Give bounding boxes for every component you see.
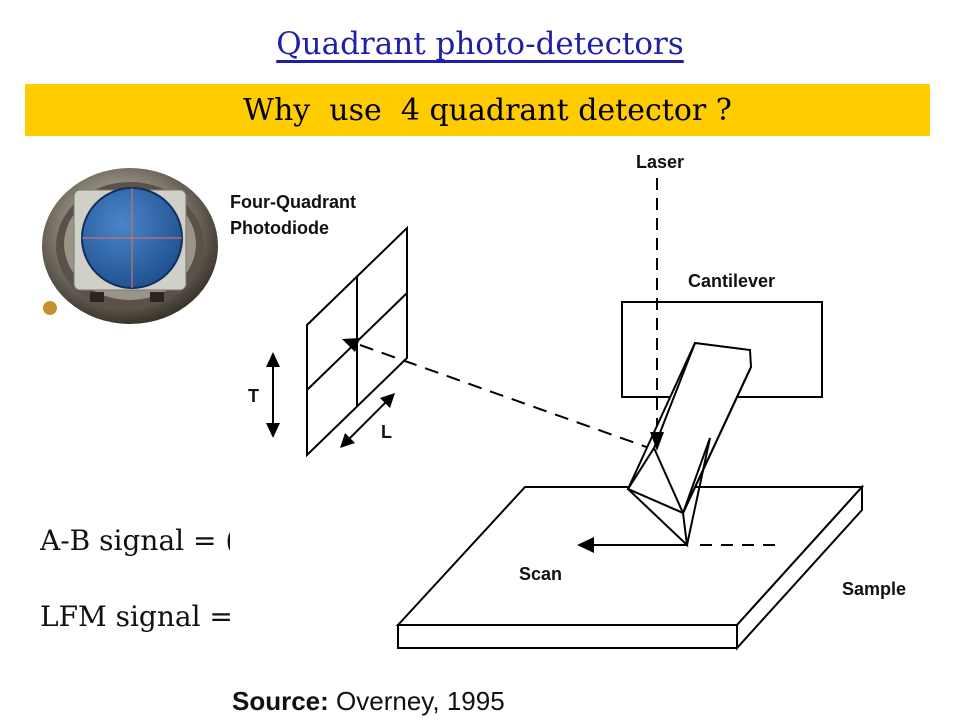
photodiode-label-line2: Photodiode <box>230 218 329 238</box>
scan-arrowhead <box>577 537 594 553</box>
lfm-signal-formula: LFM signal = (А <box>40 600 230 633</box>
sample-side <box>736 484 863 651</box>
source-text: Overney, 1995 <box>329 686 505 716</box>
source-label: Source: <box>232 686 329 716</box>
banner-text: Why use 4 quadrant detector ? <box>243 92 732 128</box>
photodiode-label-line1: Four-Quadrant <box>230 192 356 212</box>
laser-label: Laser <box>636 152 684 172</box>
t-axis-label: T <box>248 386 259 406</box>
sample-top <box>395 486 865 626</box>
t-arrowhead-down <box>266 423 280 438</box>
reflected-beam <box>359 344 656 451</box>
sample-front <box>397 624 738 649</box>
sample-label: Sample <box>842 579 906 599</box>
scan-label: Scan <box>519 564 562 584</box>
question-banner: Why use 4 quadrant detector ? <box>25 84 930 136</box>
t-arrowhead-up <box>266 352 280 367</box>
cantilever-label: Cantilever <box>688 271 775 291</box>
source-citation: Source: Overney, 1995 <box>232 686 505 716</box>
l-arrowhead-up <box>380 393 395 408</box>
l-axis-label: L <box>381 422 392 442</box>
tip-pyramid <box>627 488 689 548</box>
laser-arrowhead <box>650 432 664 451</box>
reflected-beam-arrowhead <box>342 338 360 352</box>
l-axis-arrow <box>344 397 391 444</box>
quadrant-photodiode-photo <box>42 168 218 324</box>
ab-signal-formula: A-B signal = ( <box>40 524 230 557</box>
l-arrowhead-down <box>340 433 355 448</box>
slide-title[interactable]: Quadrant photo-detectors <box>276 26 684 62</box>
